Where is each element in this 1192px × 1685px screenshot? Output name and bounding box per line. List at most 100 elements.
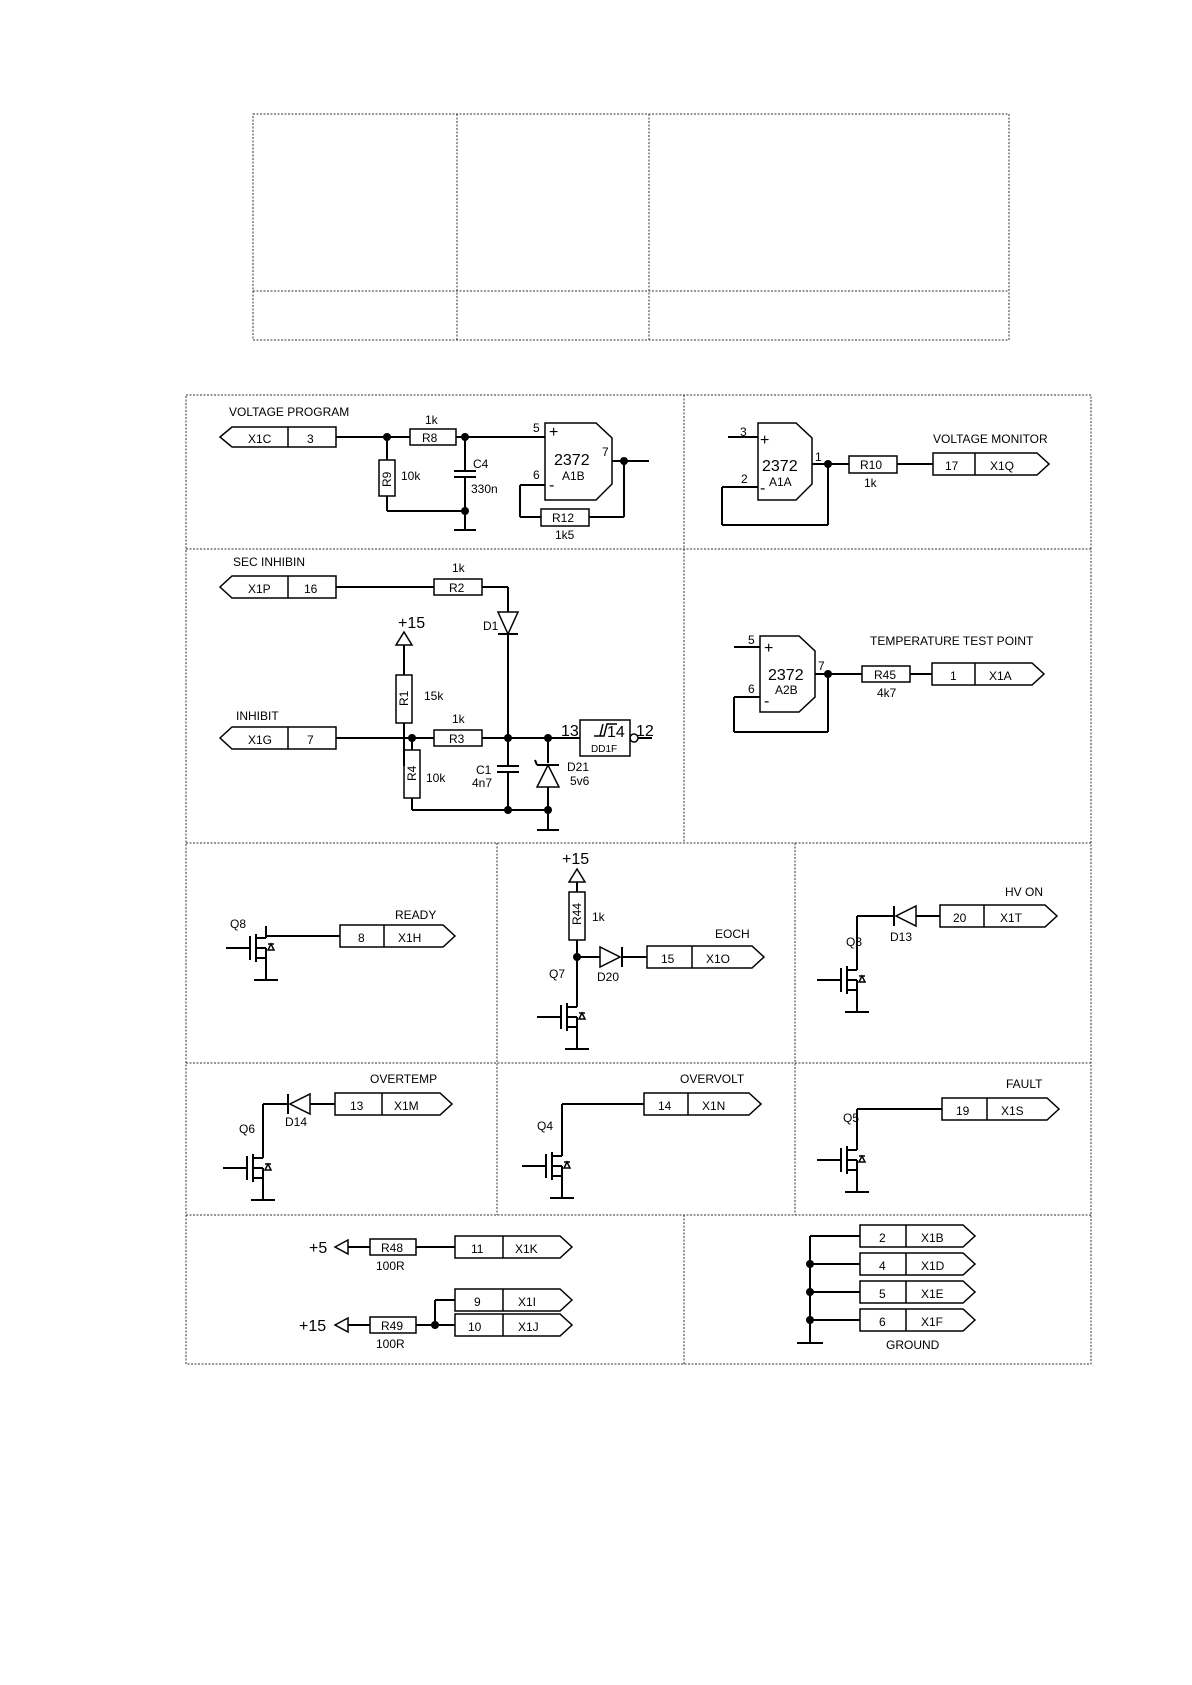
connector-pin: 16	[304, 582, 318, 596]
connector-pin: 3	[307, 432, 314, 446]
q6-ref: Q6	[239, 1122, 255, 1136]
connector-name: X1M	[394, 1099, 419, 1113]
eoch-label: EOCH	[715, 927, 750, 941]
fault-label: FAULT	[1006, 1077, 1043, 1091]
header-table	[252, 113, 1010, 341]
r45-ref: R45	[874, 668, 896, 682]
connector-pin: 20	[953, 911, 967, 925]
inhibit-label: INHIBIT	[236, 709, 279, 723]
connector-pin: 5	[879, 1287, 886, 1301]
connector-name: X1G	[248, 733, 272, 747]
transistor-q6	[222, 1145, 276, 1201]
r10-ref: R10	[860, 458, 882, 472]
connector-pin: 2	[879, 1231, 886, 1245]
dd1f-pin-mid: 14	[607, 724, 625, 741]
a1a-type: 2372	[762, 458, 798, 475]
svg-text:+: +	[764, 640, 773, 657]
q5-ref: Q5	[843, 1111, 859, 1125]
r10-value: 1k	[864, 476, 878, 490]
d13-ref: D13	[890, 930, 912, 944]
supply-plus5: +5	[309, 1240, 327, 1257]
overvolt-label: OVERVOLT	[680, 1072, 745, 1086]
fault-circuit: FAULT 19 X1S Q5	[816, 1077, 1061, 1193]
r44-ref: R44	[570, 903, 584, 925]
diode-d13	[894, 904, 917, 928]
connector-x1c: X1C 3	[218, 426, 337, 448]
connector-pin: 11	[471, 1242, 484, 1256]
a1b-pin-minus: 6	[533, 468, 540, 482]
a1a-ref: A1A	[769, 475, 792, 489]
transistor-q8	[225, 925, 279, 981]
svg-text:+: +	[760, 432, 769, 449]
r8-ref: R8	[422, 431, 438, 445]
a2b-pin-minus: 6	[748, 682, 755, 696]
r3-ref: R3	[449, 732, 465, 746]
a2b-pin-plus: 5	[748, 633, 755, 647]
temperature-circuit: + - 2372 A2B 5 6 7 R45 4k7 TEMPERATURE T…	[733, 633, 1046, 733]
connector-pin: 14	[658, 1099, 672, 1113]
a1a-pin-minus: 2	[741, 472, 748, 486]
r9-value: 10k	[401, 469, 421, 483]
q3-ref: Q3	[846, 935, 862, 949]
connector-name: X1O	[706, 952, 730, 966]
opamp-a1b	[544, 422, 613, 501]
ready-circuit: Q8 READY 8 X1H	[225, 908, 457, 981]
diode-d21	[535, 763, 561, 788]
connector-name: X1T	[1000, 911, 1023, 925]
r49-ref: R49	[381, 1319, 403, 1333]
svg-text:-: -	[764, 693, 769, 710]
svg-text:-: -	[760, 480, 765, 497]
hv-on-label: HV ON	[1005, 885, 1043, 899]
connector-name: X1A	[989, 669, 1012, 683]
temperature-label: TEMPERATURE TEST POINT	[870, 634, 1034, 648]
r12-value: 1k5	[555, 528, 575, 542]
c1-ref: C1	[476, 763, 492, 777]
connector-name: X1D	[921, 1259, 945, 1273]
overtemp-label: OVERTEMP	[370, 1072, 437, 1086]
connector-name: X1N	[702, 1099, 725, 1113]
diode-d14	[288, 1092, 311, 1116]
svg-text:+: +	[549, 424, 558, 441]
connector-x1g: X1G 7	[218, 726, 337, 750]
voltage-program-label: VOLTAGE PROGRAM	[229, 405, 349, 419]
a1b-ref: A1B	[562, 469, 585, 483]
overtemp-circuit: OVERTEMP 13 X1M D14 Q6	[222, 1072, 454, 1201]
r45-value: 4k7	[877, 686, 897, 700]
r48-ref: R48	[381, 1241, 403, 1255]
power-circuit: +5 R48 100R 11 X1K +15 R49 100R 9 X1I	[299, 1235, 574, 1351]
r8-value: 1k	[425, 413, 439, 427]
connector-name: X1Q	[990, 459, 1014, 473]
a1a-pin-plus: 3	[740, 425, 747, 439]
d21-ref: D21	[567, 760, 589, 774]
connector-x1p: X1P 16	[218, 575, 337, 599]
supply-plus15-power: +15	[299, 1318, 326, 1335]
diode-d1	[496, 611, 520, 636]
transistor-q4	[521, 1143, 575, 1199]
r12-ref: R12	[552, 511, 574, 525]
connector-pin: 15	[661, 952, 675, 966]
c4-ref: C4	[473, 457, 489, 471]
connector-name: X1C	[248, 432, 272, 446]
connector-name: X1I	[518, 1295, 536, 1309]
eoch-supply: +15	[562, 851, 589, 868]
d21-value: 5v6	[570, 774, 590, 788]
c1-value: 4n7	[472, 776, 492, 790]
diode-d20	[599, 945, 622, 969]
connector-pin: 19	[956, 1104, 970, 1118]
connector-x1a: 1 X1A	[931, 662, 1046, 686]
d1-ref: D1	[483, 619, 499, 633]
opamp-a2b	[759, 635, 816, 713]
voltage-monitor-label: VOLTAGE MONITOR	[933, 432, 1048, 446]
a2b-ref: A2B	[775, 683, 798, 697]
ready-label: READY	[395, 908, 436, 922]
r2-ref: R2	[449, 581, 465, 595]
r49-value: 100R	[376, 1337, 405, 1351]
eoch-circuit: +15 R44 1k D20 Q7 EOCH 15 X1O	[536, 851, 766, 1050]
connector-pin: 17	[945, 459, 959, 473]
d14-ref: D14	[285, 1115, 307, 1129]
